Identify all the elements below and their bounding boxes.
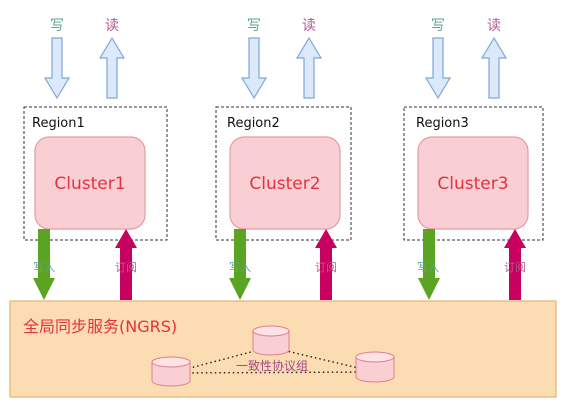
sync-write-arrow-icon xyxy=(418,229,440,300)
client-read-arrow-icon xyxy=(98,36,126,99)
consensus-group-label: 一致性协议组 xyxy=(236,358,308,373)
ngrs-title: 全局同步服务(NGRS) xyxy=(23,317,177,336)
client-write-label: 写 xyxy=(431,18,445,34)
client-write-label: 写 xyxy=(247,18,261,34)
client-write-arrow-icon xyxy=(424,37,452,100)
cluster-box xyxy=(229,136,341,230)
client-read-arrow-icon xyxy=(295,36,323,99)
cluster-label: Cluster3 xyxy=(437,174,508,194)
sync-subscribe-label: 订阅 xyxy=(504,261,526,274)
cluster-label: Cluster2 xyxy=(249,174,320,194)
client-read-label: 读 xyxy=(302,17,316,34)
database-cylinder-icon xyxy=(355,351,395,383)
client-read-label: 读 xyxy=(105,17,119,34)
region-2: 写 读 Region2 Cluster2 写入 订阅 xyxy=(215,17,352,300)
cluster-box xyxy=(417,136,529,230)
sync-subscribe-arrow-icon xyxy=(315,229,337,300)
region-label: Region1 xyxy=(32,116,85,131)
database-cylinder-icon xyxy=(151,356,191,387)
sync-subscribe-arrow-icon xyxy=(504,229,526,300)
client-write-arrow-icon xyxy=(43,37,71,100)
region-box xyxy=(215,106,352,241)
cluster-label: Cluster1 xyxy=(54,174,125,194)
client-read-arrow-icon xyxy=(480,36,508,99)
region-box xyxy=(403,106,544,241)
region-box xyxy=(23,106,168,241)
sync-write-label: 写入 xyxy=(229,261,251,274)
region-3: 写 读 Region3 Cluster3 写入 订阅 xyxy=(403,17,544,300)
cluster-box xyxy=(34,136,146,230)
sync-write-arrow-icon xyxy=(229,229,251,300)
ngrs-service: 全局同步服务(NGRS) 一致性协议组 xyxy=(9,300,557,398)
region-1: 写 读 Region1 Cluster1 写入 订阅 xyxy=(23,17,168,300)
client-read-label: 读 xyxy=(487,17,501,34)
client-write-arrow-icon xyxy=(240,37,268,100)
sync-subscribe-label: 订阅 xyxy=(315,261,337,274)
region-label: Region3 xyxy=(416,116,469,131)
database-cylinder-icon xyxy=(252,325,290,356)
sync-write-label: 写入 xyxy=(417,261,439,274)
sync-subscribe-label: 订阅 xyxy=(115,261,137,274)
sync-subscribe-arrow-icon xyxy=(115,229,137,300)
sync-write-label: 写入 xyxy=(33,261,55,274)
client-write-label: 写 xyxy=(50,18,64,34)
sync-write-arrow-icon xyxy=(33,229,55,300)
region-label: Region2 xyxy=(227,116,280,131)
